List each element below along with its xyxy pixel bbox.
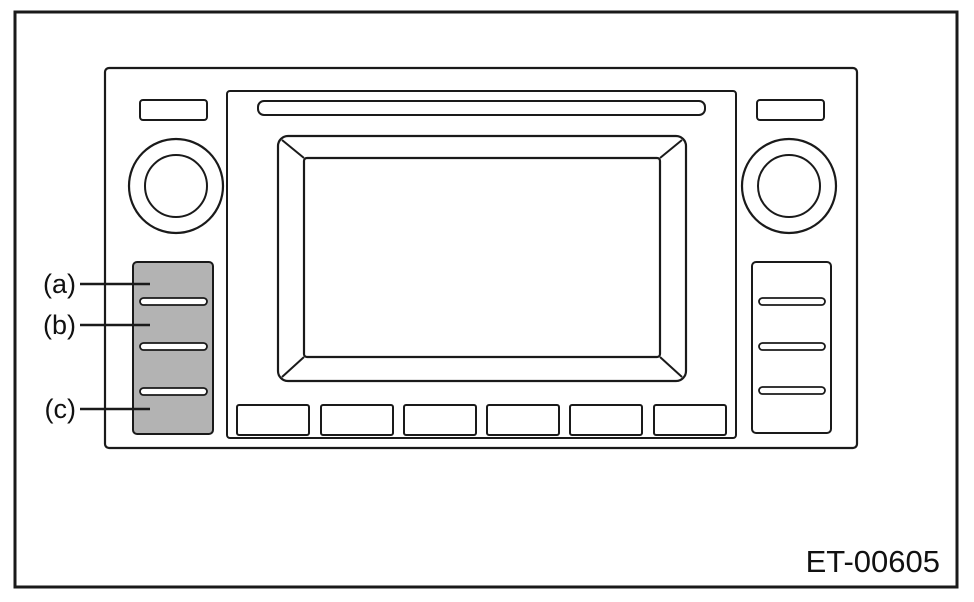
top-left-button[interactable] bbox=[139, 99, 208, 121]
right-knob[interactable] bbox=[740, 137, 838, 235]
rotary-knob-icon bbox=[757, 154, 821, 218]
right-divider-1 bbox=[758, 297, 826, 306]
rotary-knob-icon bbox=[144, 154, 208, 218]
button-c[interactable] bbox=[134, 396, 212, 433]
right-button-4[interactable] bbox=[753, 395, 830, 432]
callout-label-a: (a) bbox=[43, 269, 76, 299]
preset-buttons bbox=[236, 404, 727, 436]
top-right-button[interactable] bbox=[756, 99, 825, 121]
preset-button-5[interactable] bbox=[569, 404, 643, 436]
figure-code: ET-00605 bbox=[806, 544, 940, 579]
right-button-2[interactable] bbox=[753, 306, 830, 342]
preset-button-4[interactable] bbox=[486, 404, 560, 436]
figure-border bbox=[13, 10, 959, 589]
right-divider-3 bbox=[758, 386, 826, 395]
callout-label-c: (c) bbox=[45, 394, 76, 424]
callout-label-b: (b) bbox=[43, 310, 76, 340]
disc-slot bbox=[257, 100, 706, 116]
button-a[interactable] bbox=[134, 263, 212, 297]
right-button-stack bbox=[751, 261, 832, 434]
display-screen[interactable] bbox=[276, 134, 688, 383]
preset-button-2[interactable] bbox=[320, 404, 394, 436]
preset-button-6[interactable] bbox=[653, 404, 727, 436]
left-knob[interactable] bbox=[127, 137, 225, 235]
left-divider-2 bbox=[139, 342, 208, 351]
preset-button-1[interactable] bbox=[236, 404, 310, 436]
left-divider-1 bbox=[139, 297, 208, 306]
left-divider-3 bbox=[139, 387, 208, 396]
preset-button-3[interactable] bbox=[403, 404, 477, 436]
right-button-3[interactable] bbox=[753, 351, 830, 386]
right-divider-2 bbox=[758, 342, 826, 351]
left-button-stack bbox=[132, 261, 214, 435]
right-button-1[interactable] bbox=[753, 263, 830, 297]
